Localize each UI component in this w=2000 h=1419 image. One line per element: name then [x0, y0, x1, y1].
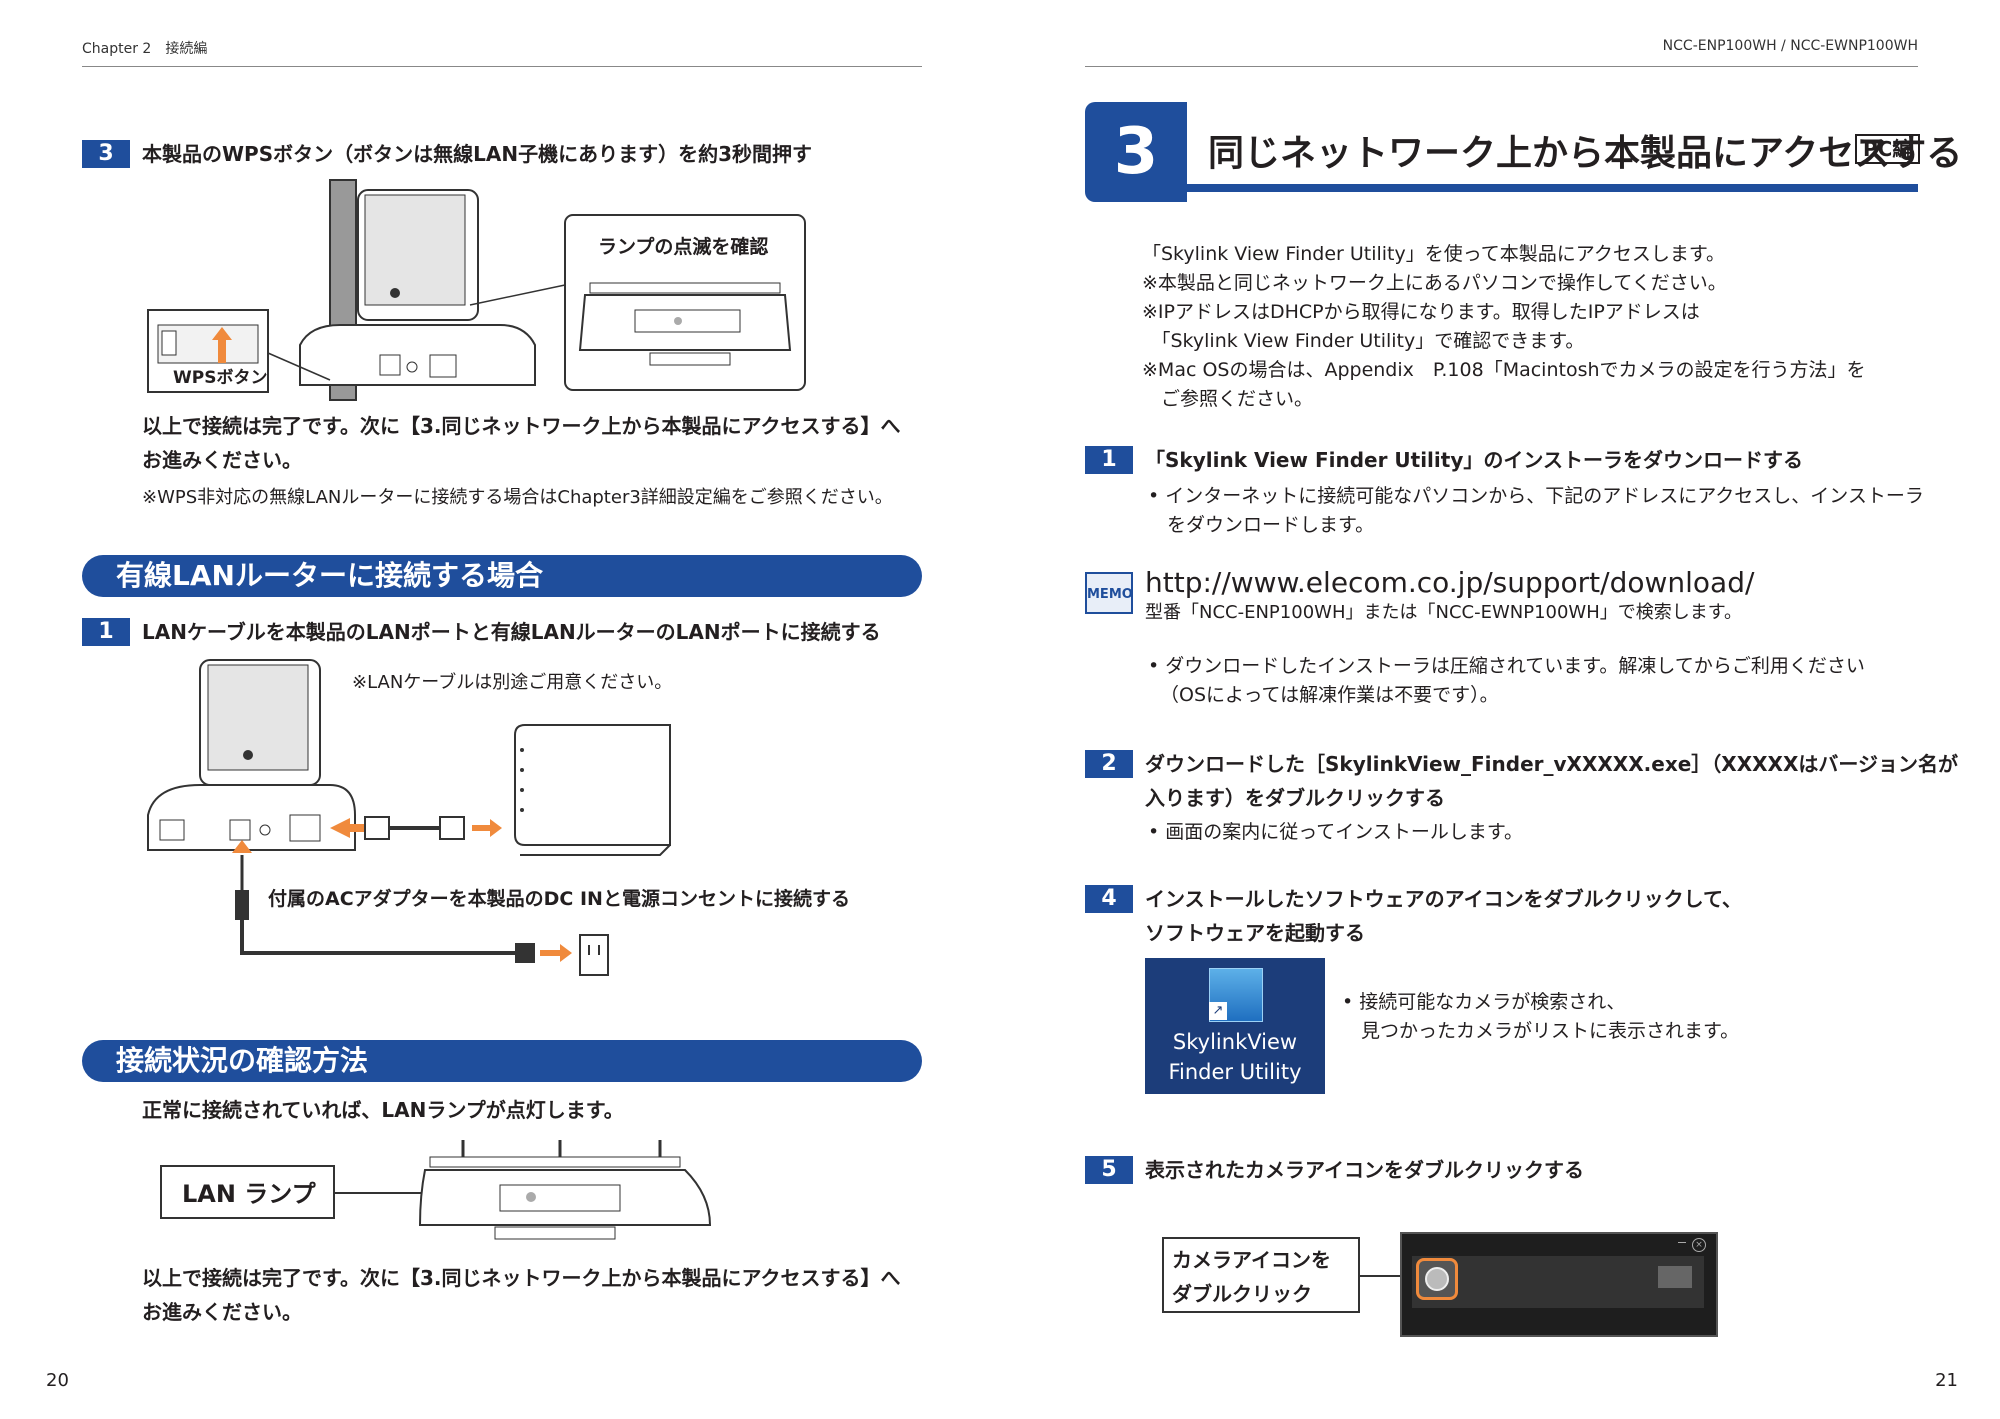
pc-edition-badge: PC編 — [1855, 134, 1921, 164]
memo-note: 型番「NCC-ENP100WH」または「NCC-EWNP100WH」で検索します… — [1145, 602, 1742, 623]
intro-line-1: 「Skylink View Finder Utility」を使って本製品にアクセ… — [1142, 243, 1725, 265]
step-5-number: 5 — [1085, 1156, 1133, 1184]
done1-line1: 以上で接続は完了です。次に【3.同じネットワーク上から本製品にアクセスする】へ — [142, 414, 901, 438]
minimize-icon[interactable] — [1678, 1242, 1686, 1243]
right-header: NCC-ENP100WH / NCC-EWNP100WH — [1662, 38, 1918, 54]
done2-line2: お進みください。 — [142, 1300, 302, 1324]
download-note-1: • ダウンロードしたインストーラは圧縮されています。解凍してからご利用ください — [1148, 655, 1865, 677]
step-4-note-1: • 接続可能なカメラが検索され、 — [1342, 991, 1626, 1013]
memo-badge: MEMO — [1085, 572, 1133, 614]
utility-window: × — [1400, 1232, 1718, 1337]
wps-note: ※WPS非対応の無線LANルーターに接続する場合はChapter3詳細設定編をご… — [142, 487, 893, 508]
step-3-title: 本製品のWPSボタン（ボタンは無線LAN子機にあります）を約3秒間押す — [142, 142, 812, 166]
app-icon-tile[interactable]: ↗ SkylinkView Finder Utility — [1145, 958, 1325, 1094]
chapter-title: 同じネットワーク上から本製品にアクセスする — [1208, 133, 1963, 174]
lan-cable-note: ※LANケーブルは別途ご用意ください。 — [352, 672, 673, 693]
step-2-number: 2 — [1085, 750, 1133, 778]
section-status-heading: 接続状況の確認方法 — [82, 1040, 922, 1082]
wps-button-label: WPSボタン — [173, 368, 268, 388]
step-2-line2: 入ります）をダブルクリックする — [1145, 786, 1445, 810]
done1-line2: お進みください。 — [142, 448, 302, 472]
step-2-line1: ダウンロードした［SkylinkView_Finder_vXXXXX.exe］（… — [1145, 752, 1958, 776]
download-note-2: （OSによっては解凍作業は不要です）。 — [1160, 684, 1499, 706]
camera-list-row[interactable] — [1412, 1256, 1704, 1308]
download-url[interactable]: http://www.elecom.co.jp/support/download… — [1145, 566, 1755, 599]
step-1-right-line1: • インターネットに接続可能なパソコンから、下記のアドレスにアクセスし、インスト… — [1148, 485, 1924, 507]
left-page-number: 20 — [46, 1370, 69, 1391]
camera-callout-line-1: カメラアイコンを — [1172, 1248, 1331, 1272]
app-icon-arrow-icon: ↗ — [1209, 1002, 1227, 1020]
close-icon[interactable]: × — [1692, 1238, 1706, 1252]
right-header-rule — [1085, 66, 1918, 67]
intro-line-5: ※Mac OSの場合は、Appendix P.108「Macintoshでカメラ… — [1142, 359, 1866, 381]
wired-figure — [147, 659, 671, 976]
camera-lens-icon — [1425, 1267, 1449, 1291]
ac-adapter-text: 付属のACアダプターを本製品のDC INと電源コンセントに接続する — [268, 888, 850, 910]
wps-callout-label: ランプの点滅を確認 — [598, 236, 769, 258]
right-page-number: 21 — [1935, 1370, 1958, 1391]
step-2-sub: • 画面の案内に従ってインストールします。 — [1148, 821, 1524, 843]
left-header-rule — [82, 66, 922, 67]
app-icon-label-1: SkylinkView — [1172, 1030, 1298, 1054]
callout-connector — [1360, 1275, 1410, 1277]
status-text: 正常に接続されていれば、LANランプが点灯します。 — [142, 1098, 624, 1122]
step-3-number: 3 — [82, 140, 130, 168]
step-1-right-number: 1 — [1085, 446, 1133, 474]
step-1-left-number: 1 — [82, 618, 130, 646]
step-4-number: 4 — [1085, 885, 1133, 913]
camera-icon[interactable] — [1416, 1258, 1458, 1300]
chapter-underline — [1187, 184, 1918, 192]
wps-figure — [147, 179, 806, 401]
step-4-note-2: 見つかったカメラがリストに表示されます。 — [1342, 1020, 1740, 1042]
section-wired-heading: 有線LANルーターに接続する場合 — [82, 555, 922, 597]
step-1-right-line2: をダウンロードします。 — [1148, 514, 1375, 536]
step-4-line2: ソフトウェアを起動する — [1145, 921, 1365, 945]
step-5-title: 表示されたカメラアイコンをダブルクリックする — [1145, 1158, 1584, 1182]
step-1-right-title: 「Skylink View Finder Utility」のインストーラをダウン… — [1145, 448, 1803, 472]
done2-line1: 以上で接続は完了です。次に【3.同じネットワーク上から本製品にアクセスする】へ — [142, 1266, 901, 1290]
lan-lamp-callout: LAN ランプ — [160, 1165, 335, 1219]
intro-line-2: ※本製品と同じネットワーク上にあるパソコンで操作してください。 — [1142, 272, 1727, 294]
step-4-line1: インストールしたソフトウェアのアイコンをダブルクリックして、 — [1145, 887, 1742, 911]
intro-line-6: ご参照ください。 — [1142, 388, 1314, 410]
step-1-left-title: LANケーブルを本製品のLANポートと有線LANルーターのLANポートに接続する — [142, 620, 881, 644]
camera-callout-line-2: ダブルクリック — [1172, 1282, 1312, 1306]
camera-icon-callout: カメラアイコンを ダブルクリック — [1162, 1237, 1360, 1313]
intro-line-3: ※IPアドレスはDHCPから取得になります。取得したIPアドレスは — [1142, 301, 1700, 323]
camera-thumbnail — [1658, 1266, 1692, 1288]
app-icon-label-2: Finder Utility — [1168, 1060, 1302, 1084]
intro-line-4: 「Skylink View Finder Utility」で確認できます。 — [1142, 330, 1585, 352]
left-header: Chapter 2 接続編 — [82, 41, 208, 57]
chapter-number-box: 3 — [1085, 102, 1187, 202]
lan-lamp-figure — [335, 1140, 712, 1240]
